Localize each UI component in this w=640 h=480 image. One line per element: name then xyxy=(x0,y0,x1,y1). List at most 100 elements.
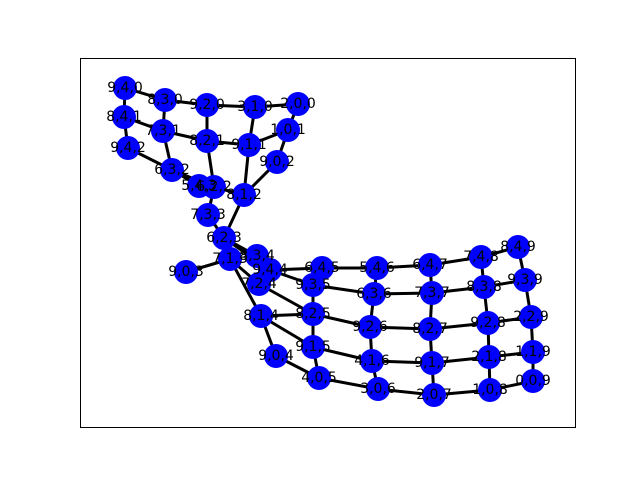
node-label: 1,1,9 xyxy=(515,344,551,360)
graph-node xyxy=(519,305,543,329)
graph-node xyxy=(476,311,500,335)
graph-node xyxy=(153,88,177,112)
node-label: 7,1,3 xyxy=(212,251,248,267)
node-label: 5,4,3 xyxy=(181,178,217,194)
graph-node xyxy=(265,150,289,174)
node-layer xyxy=(112,76,545,407)
graph-node xyxy=(418,253,442,277)
node-label: 4,1,6 xyxy=(354,353,390,369)
node-label: 8,3,8 xyxy=(466,279,502,295)
graph-node xyxy=(112,105,136,129)
node-label: 2,0,0 xyxy=(280,96,316,112)
node-label: 7,3,3 xyxy=(190,207,226,223)
node-label: 2,1,8 xyxy=(471,349,507,365)
graph-node xyxy=(521,340,545,364)
node-label: 9,1,7 xyxy=(414,355,450,371)
node-label: 4,0,5 xyxy=(301,370,337,386)
node-label: 1,0,1 xyxy=(270,122,306,138)
label-layer: 9,4,08,3,0 9,2,0 3,1,0 2,0,0 8,4,17,3,1 8,2,1… xyxy=(106,80,551,403)
node-label: 9,2,0 xyxy=(189,97,225,113)
graph-node xyxy=(366,377,390,401)
graph-node xyxy=(218,247,242,271)
node-label: 9,4,2 xyxy=(110,140,146,156)
node-label: 3,1,0 xyxy=(237,99,273,115)
node-label: 9,4,0 xyxy=(107,80,143,96)
node-label: 8,4,9 xyxy=(500,239,536,255)
node-label: 8,1,2 xyxy=(226,187,262,203)
graph-node xyxy=(301,335,325,359)
graph-node xyxy=(202,175,226,199)
node-label: 7,3,7 xyxy=(414,285,450,301)
node-label: 6,4,5 xyxy=(304,260,340,276)
node-label: 7,2,4 xyxy=(241,276,277,292)
node-label: 9,0,2 xyxy=(259,154,295,170)
graph-node xyxy=(420,281,444,305)
node-label: 9,3,5 xyxy=(295,277,331,293)
graph-node xyxy=(243,95,267,119)
graph-node xyxy=(196,203,220,227)
graph-node xyxy=(521,369,545,393)
node-label: 5,4,6 xyxy=(359,260,395,276)
graph-node xyxy=(212,226,236,250)
graph-node xyxy=(469,245,493,269)
graph-node xyxy=(116,136,140,160)
node-label: 8,3,0 xyxy=(147,92,183,108)
graph-node xyxy=(195,129,219,153)
graph-node xyxy=(301,302,325,326)
graph-node xyxy=(506,235,530,259)
node-label: 8,3,4 xyxy=(239,248,275,264)
graph-node xyxy=(232,183,256,207)
graph-node xyxy=(422,383,446,407)
graph-node xyxy=(174,260,198,284)
graph-node xyxy=(358,315,382,339)
graph-node xyxy=(307,366,331,390)
node-label: 2,2,9 xyxy=(513,309,549,325)
node-label: 9,2,8 xyxy=(470,315,506,331)
graph-node xyxy=(160,158,184,182)
node-label: 9,0,4 xyxy=(258,348,294,364)
graph-node xyxy=(418,317,442,341)
graph-node xyxy=(151,119,175,143)
graph-node xyxy=(301,273,325,297)
node-label: 8,1,4 xyxy=(243,308,279,324)
node-label: 8,2,5 xyxy=(295,306,331,322)
graph-node xyxy=(472,275,496,299)
node-label: 0,0,9 xyxy=(515,373,551,389)
graph-node xyxy=(420,351,444,375)
node-label: 6,3,6 xyxy=(356,286,392,302)
graph-node xyxy=(478,378,502,402)
node-label: 7,4,8 xyxy=(463,249,499,265)
node-label: 3,0,6 xyxy=(360,381,396,397)
graph-node xyxy=(286,92,310,116)
graph-node xyxy=(362,282,386,306)
graph-node xyxy=(247,272,271,296)
node-label: 8,4,1 xyxy=(106,109,142,125)
node-label: 9,1,5 xyxy=(295,339,331,355)
node-label: 6,4,7 xyxy=(412,257,448,273)
graph-node xyxy=(195,93,219,117)
node-label: 9,2,6 xyxy=(352,319,388,335)
node-label: 9,3,9 xyxy=(507,272,543,288)
node-label: 6,2,2 xyxy=(196,179,232,195)
graph-node xyxy=(249,304,273,328)
node-label: 6,2,3 xyxy=(206,230,242,246)
graph-node xyxy=(360,349,384,373)
graph-node xyxy=(513,268,537,292)
graph-node xyxy=(237,133,261,157)
graph-node xyxy=(477,345,501,369)
graph-node xyxy=(264,344,288,368)
plot-frame xyxy=(80,58,576,428)
node-label: 9,1,1 xyxy=(231,137,267,153)
graph-node xyxy=(365,256,389,280)
node-label: 6,3,2 xyxy=(154,162,190,178)
node-label: 9,0,3 xyxy=(168,264,204,280)
node-label: 2,0,7 xyxy=(416,387,452,403)
graph-node xyxy=(113,76,137,100)
node-label: 8,2,1 xyxy=(189,133,225,149)
node-label: 9,4,4 xyxy=(252,262,288,278)
node-label: 7,3,1 xyxy=(145,123,181,139)
graph-node xyxy=(276,118,300,142)
node-label: 8,2,7 xyxy=(412,321,448,337)
node-label: 1,0,8 xyxy=(472,382,508,398)
